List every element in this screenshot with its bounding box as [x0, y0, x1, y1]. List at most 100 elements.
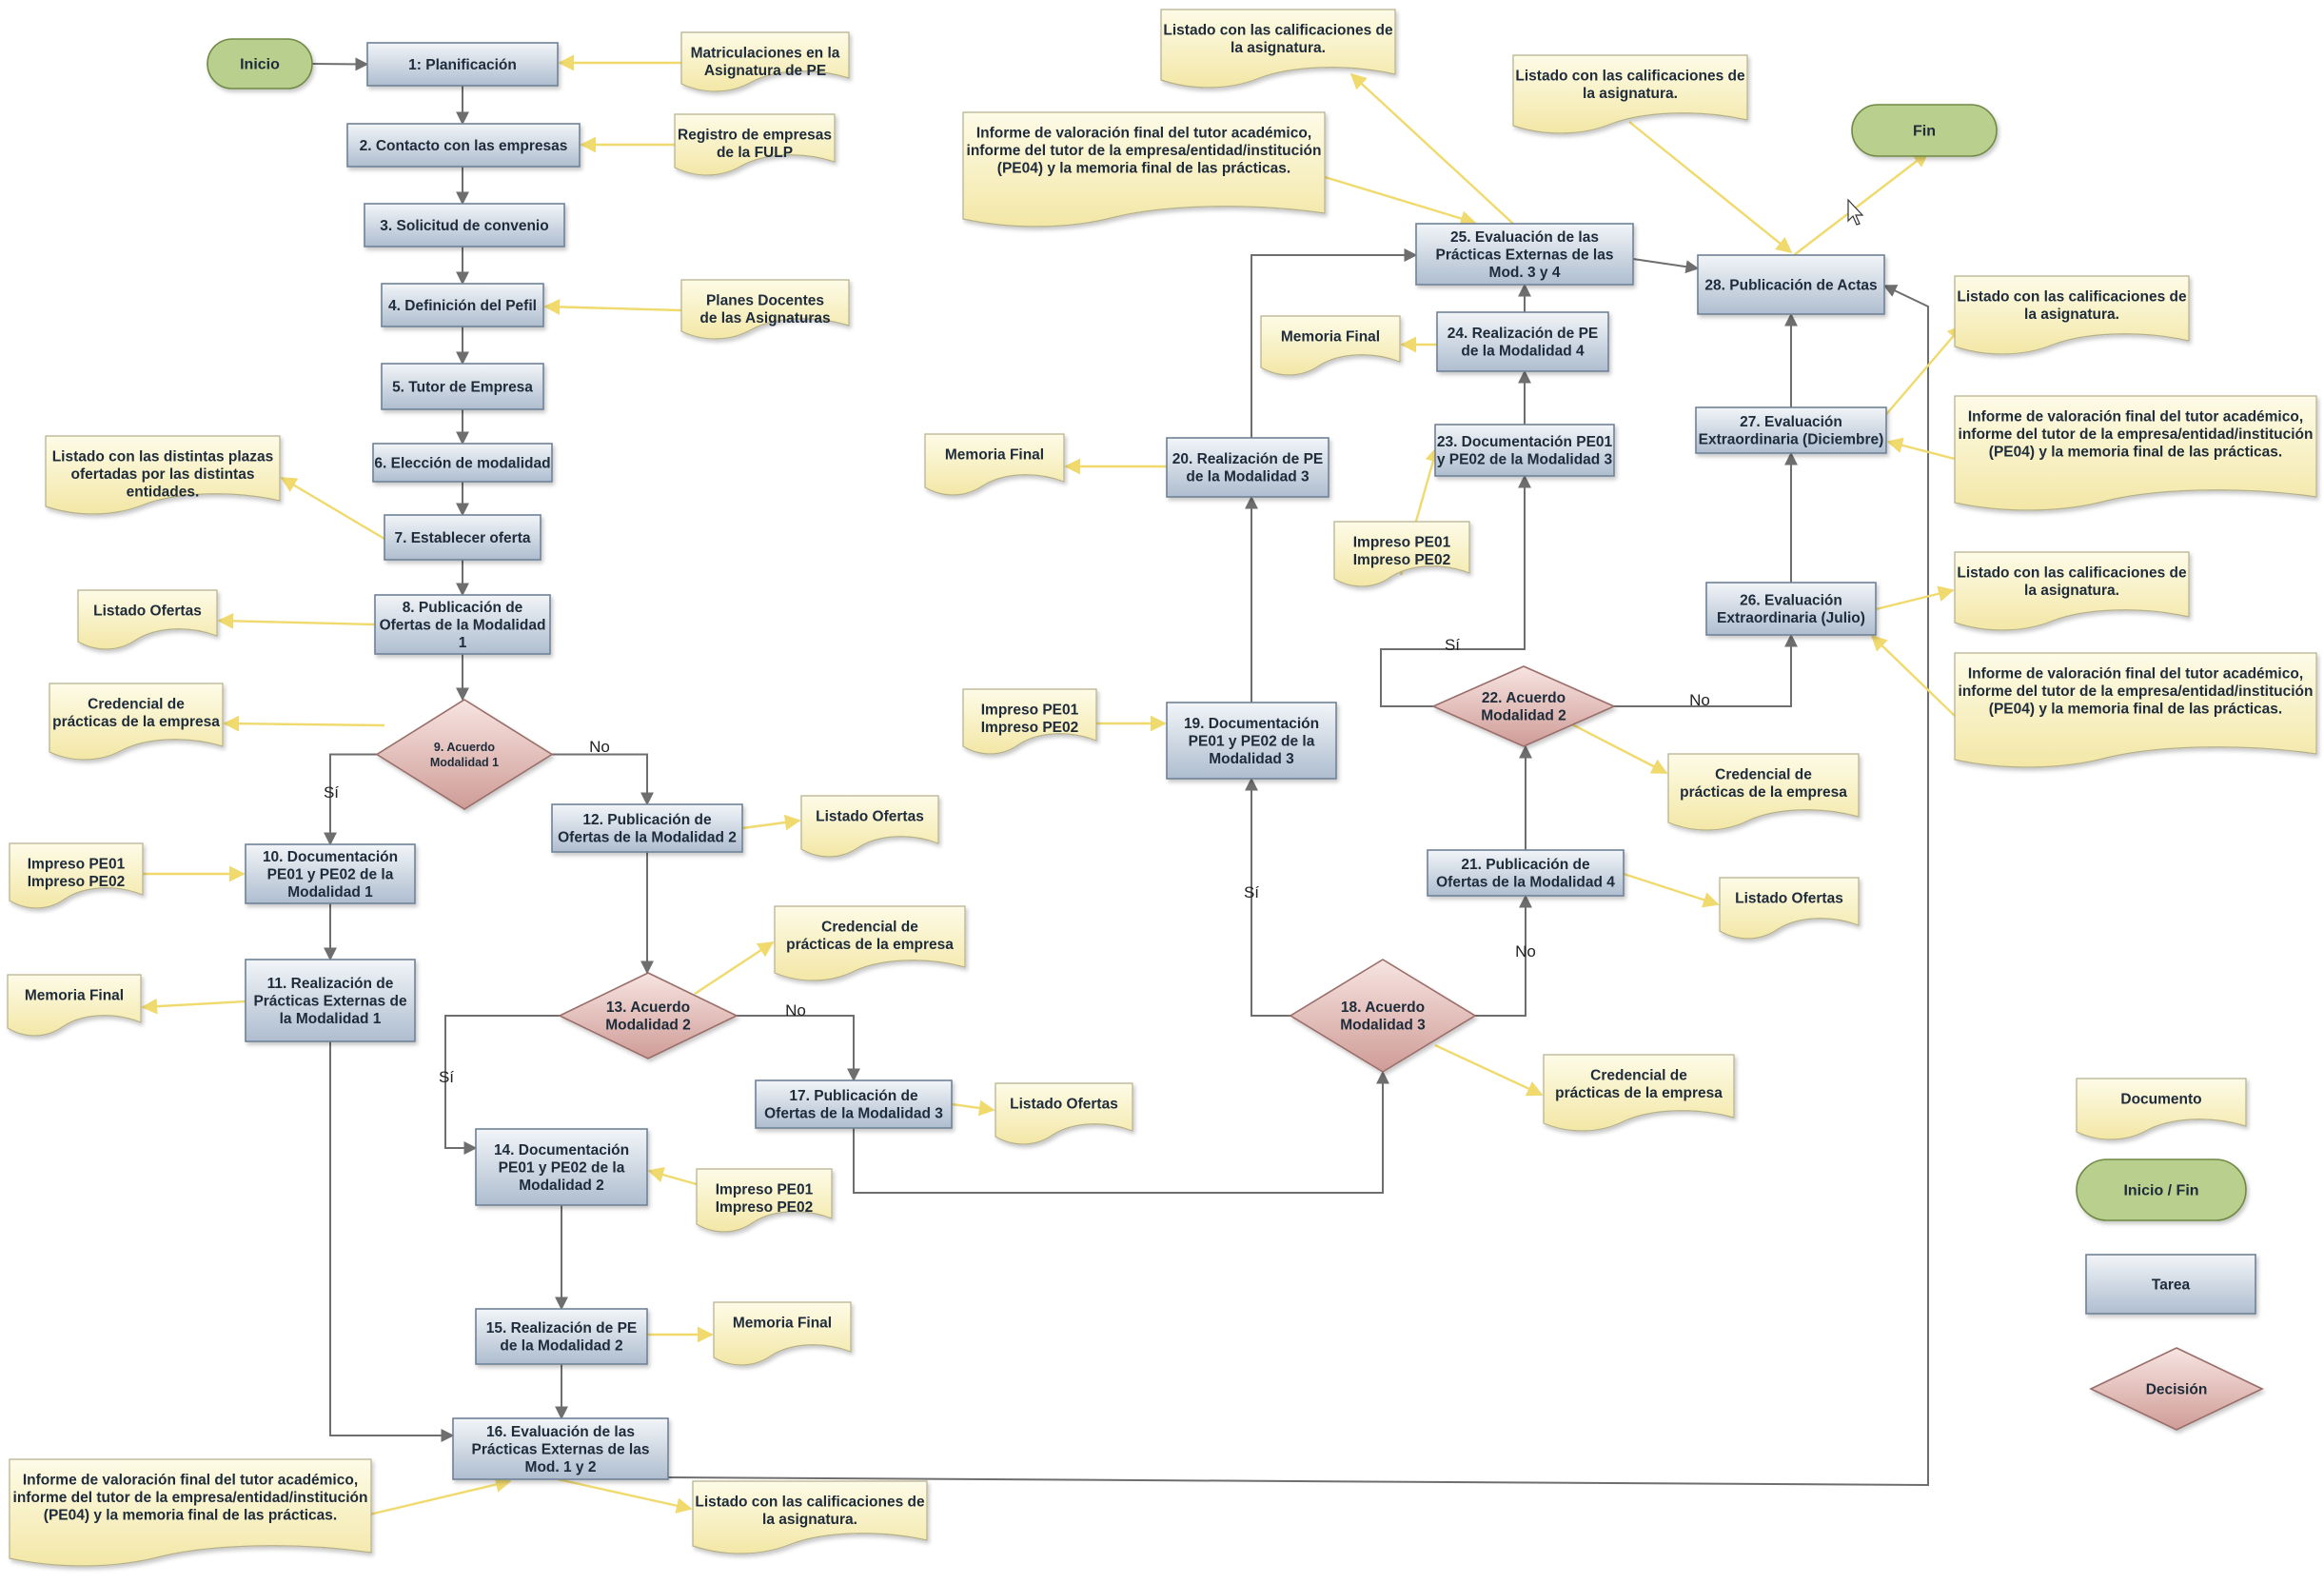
edge-label-e13-no: No	[785, 1001, 806, 1020]
doclink-t25-cal2	[1349, 72, 1514, 225]
edge-label-e9-si: Sí	[324, 783, 339, 802]
document-shape	[2076, 1078, 2247, 1140]
task-t1[interactable]: 1: Planificación	[366, 42, 559, 87]
task-t4[interactable]: 4. Definición del Pefil	[381, 283, 544, 327]
document-doc-planes-line-0: Planes Docentes	[706, 293, 824, 309]
document-doc-cred2-line-0: Credencial de	[821, 920, 918, 936]
document-doc-cal3-line-0: Listado con las calificaciones de	[1515, 69, 1745, 85]
task-box	[372, 443, 553, 483]
task-t3-line-0: 3. Solicitud de convenio	[380, 218, 548, 234]
document-shape	[1954, 275, 2190, 355]
document-doc-mem2-line-0: Memoria Final	[733, 1316, 832, 1332]
connector-layer	[141, 54, 1964, 1517]
document-doc-matric-line-0: Matriculaciones en la	[691, 46, 840, 62]
task-t5[interactable]: 5. Tutor de Empresa	[381, 363, 544, 410]
document-doc-inf1: Informe de valoración final del tutor ac…	[9, 1458, 372, 1567]
document-doc-plazas-line-2: entidades.	[127, 485, 200, 501]
doclink-t27-cal4	[1881, 324, 1964, 420]
document-doc-cal3-line-1: la asignatura.	[1583, 86, 1678, 102]
task-box	[381, 283, 544, 327]
terminal-inicio-line-0: Inicio	[240, 57, 280, 73]
task-t28-line-0: 28. Publicación de Actas	[1704, 277, 1877, 293]
document-shape	[680, 279, 850, 340]
decision-legend-decision[interactable]: Decisión	[2089, 1347, 2264, 1431]
task-t23-line-1: y PE02 de la Modalidad 3	[1437, 452, 1613, 468]
doclink-t26-cal5	[1875, 585, 1955, 611]
doclink-t8-lo1	[217, 612, 376, 629]
doclink-inf1-t16	[364, 1476, 512, 1517]
task-t2[interactable]: 2. Contacto con las empresas	[346, 123, 581, 168]
task-box	[1705, 582, 1877, 636]
decision-d13-line-0: 13. Acuerdo	[606, 1000, 690, 1016]
task-t28[interactable]: 28. Publicación de Actas	[1697, 254, 1885, 315]
cursor-arrow	[1847, 198, 1864, 226]
task-t3[interactable]: 3. Solicitud de convenio	[364, 203, 565, 248]
document-shape	[77, 589, 218, 650]
doclink-planes-t4	[543, 299, 682, 315]
task-t20-line-1: de la Modalidad 3	[1186, 469, 1310, 485]
task-legend-task[interactable]: Tarea	[2085, 1254, 2256, 1315]
edge-label-e18-si: Sí	[1244, 883, 1259, 901]
document-shape	[7, 974, 142, 1037]
document-shape	[1512, 54, 1748, 134]
document-doc-cred1-line-1: prácticas de la empresa	[52, 714, 220, 730]
decision-d22-line-1: Modalidad 2	[1481, 708, 1566, 724]
doclink-d18-cred3	[1434, 1043, 1544, 1097]
task-box	[381, 363, 544, 410]
task-box	[1695, 406, 1887, 454]
document-shape	[9, 1458, 372, 1567]
document-doc-mem1: Memoria Final	[7, 974, 142, 1037]
terminal-fin[interactable]: Fin	[1851, 104, 1998, 157]
legend-terminal[interactable]: Inicio / Fin	[2076, 1158, 2247, 1221]
doclink-inf4-t26	[1870, 634, 1956, 717]
edge-label-e18-no: No	[1515, 942, 1536, 960]
document-doc-imp3-line-1: Impreso PE02	[981, 720, 1079, 736]
task-t16-line-1: Prácticas Externas de las	[472, 1441, 650, 1457]
document-doc-inf4-line-0: Informe de valoración final del tutor ac…	[1968, 666, 2303, 683]
task-box	[1427, 849, 1625, 897]
task-t24-line-1: de la Modalidad 4	[1461, 344, 1585, 360]
document-shape	[9, 842, 144, 909]
task-t26-line-1: Extraordinaria (Julio)	[1717, 610, 1865, 626]
document-doc-inf1-line-2: (PE04) y la memoria final de las práctic…	[44, 1508, 337, 1524]
document-doc-mem2: Memoria Final	[713, 1301, 852, 1366]
document-doc-mem4-line-0: Memoria Final	[1281, 329, 1380, 346]
task-t8-line-2: 1	[459, 635, 467, 651]
terminal-inicio[interactable]: Inicio	[207, 38, 313, 89]
task-box	[1415, 223, 1634, 286]
flow-d13-t14	[444, 1015, 560, 1155]
document-doc-planes-line-1: de las Asignaturas	[699, 310, 830, 327]
document-doc-imp2-line-1: Impreso PE02	[716, 1199, 814, 1216]
document-shape	[995, 1082, 1133, 1145]
task-box	[755, 1079, 953, 1129]
task-t6[interactable]: 6. Elección de modalidad	[372, 443, 553, 483]
doclink-d9-cred1	[223, 715, 385, 732]
terminal-pill	[2076, 1158, 2247, 1221]
document-doc-mem3-line-0: Memoria Final	[945, 447, 1044, 464]
decision-d18-line-1: Modalidad 3	[1340, 1018, 1426, 1034]
task-t7[interactable]: 7. Establecer oferta	[384, 514, 542, 561]
